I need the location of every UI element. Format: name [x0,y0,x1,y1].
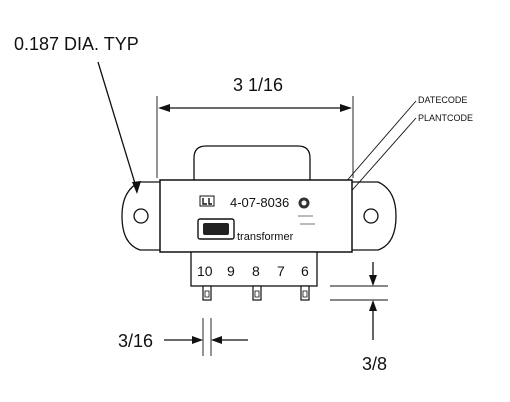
mounting-hole-right [363,208,379,224]
core-top [193,145,311,180]
part-number: 4-07-8036 [230,195,289,210]
hole-leader-line [97,61,138,191]
certification-mark-icon [298,197,310,209]
pin-label-10: 10 [197,263,213,279]
pin-label-6: 6 [301,263,309,279]
transformer-body [159,179,353,253]
pin-10 [202,285,212,301]
datecode-label: DATECODE [418,95,467,105]
plantcode-label: PLANTCODE [418,113,473,123]
pin-length-label: 3/8 [362,354,387,374]
pin-6 [300,285,310,301]
pin-spacing-label: 3/16 [118,331,153,351]
pin-8 [252,285,262,301]
width-arrow-right [340,104,352,112]
brand-logo-icon [197,218,235,240]
ul-logo-icon [199,195,215,207]
pin-length-arrow-bottom [369,300,377,311]
pin-label-9: 9 [227,263,235,279]
overall-width-label: 3 1/16 [233,75,283,95]
pin-label-7: 7 [277,263,285,279]
mounting-flange [121,181,397,251]
pin-label-8: 8 [252,263,260,279]
brand-text: transformer [237,231,294,243]
mounting-hole-left [133,208,149,224]
width-arrow-left [158,104,170,112]
pin-spacing-arrow-left [192,336,203,344]
pin-spacing-arrow-right [211,336,222,344]
pin-length-arrow-top [369,275,377,286]
hole-leader-arrow [132,181,141,194]
hole-diameter-label: 0.187 DIA. TYP [14,34,139,54]
